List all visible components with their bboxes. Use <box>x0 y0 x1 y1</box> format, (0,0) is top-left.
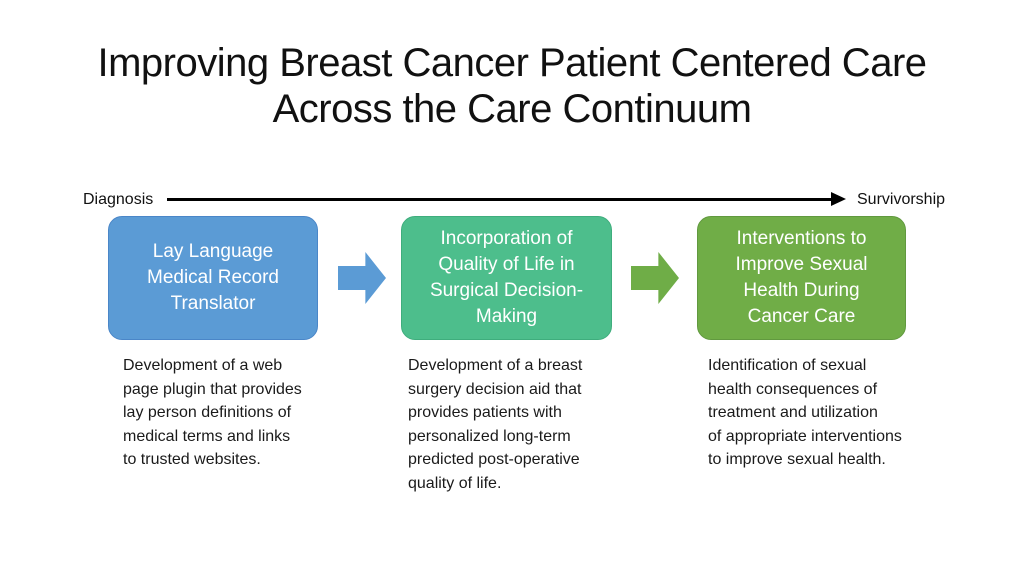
stage-box-lay-language-translator: Lay Language Medical Record Translator <box>108 216 318 340</box>
stage-box-quality-of-life-decision: Incorporation of Quality of Life in Surg… <box>401 216 612 340</box>
slide-title: Improving Breast Cancer Patient Centered… <box>97 41 927 131</box>
stage-box-label: Lay Language Medical Record Translator <box>147 241 279 314</box>
timeline-start-label: Diagnosis <box>83 191 154 208</box>
timeline-arrow-line <box>167 198 833 201</box>
stage-box-label: Incorporation of Quality of Life in Surg… <box>429 228 584 327</box>
stage-description: Development of a web page plugin that pr… <box>123 357 302 468</box>
right-block-arrow-icon-1 <box>338 252 386 304</box>
timeline-end-label: Survivorship <box>857 191 946 208</box>
timeline-arrowhead-icon <box>831 192 846 206</box>
stage-box-label: Interventions to Improve Sexual Health D… <box>735 228 868 327</box>
stage-description: Identification of sexual health conseque… <box>708 357 902 468</box>
stage-description: Development of a breast surgery decision… <box>408 357 583 492</box>
right-block-arrow-icon-2 <box>631 252 679 304</box>
stage-box-sexual-health-interventions: Interventions to Improve Sexual Health D… <box>697 216 906 340</box>
